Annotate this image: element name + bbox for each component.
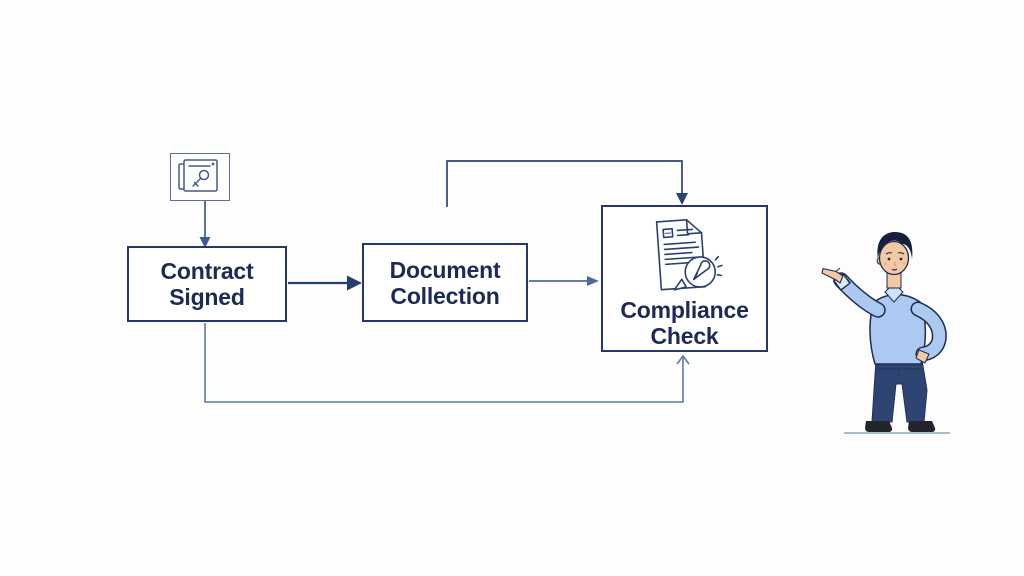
connector-document-collection-to-compliance-check xyxy=(529,276,599,286)
node-contract-signed: Contract Signed xyxy=(127,246,287,322)
person-pointing-arm xyxy=(821,267,886,318)
connector-contract-signed-to-document-collection xyxy=(288,275,362,291)
node-label-line: Compliance xyxy=(620,297,749,323)
person-hair xyxy=(877,232,913,260)
person-left-arm xyxy=(910,301,947,364)
person-pointing-hand xyxy=(821,267,844,284)
person-collar xyxy=(884,287,904,303)
person-shoes xyxy=(865,421,936,433)
person-trousers xyxy=(871,359,928,423)
connector-start-to-contract-signed xyxy=(199,201,211,248)
node-label-line: Check xyxy=(650,323,719,349)
node-compliance-check: Compliance Check xyxy=(601,205,768,352)
person-head xyxy=(876,232,913,289)
node-label-line: Collection xyxy=(390,282,500,309)
node-document-collection: Document Collection xyxy=(362,243,528,322)
node-label-line: Contract xyxy=(160,258,254,284)
node-label-line: Signed xyxy=(169,284,245,310)
connector-top-elbow-into-compliance-check xyxy=(446,160,688,207)
man-pointing-illustration xyxy=(821,232,950,434)
start-icon-box xyxy=(170,153,230,201)
node-compliance-check-label: Compliance Check xyxy=(620,297,749,349)
document-magnifier-icon xyxy=(655,219,723,291)
signed-contract-pen-icon xyxy=(178,159,218,192)
node-label-line: Document xyxy=(389,256,501,283)
